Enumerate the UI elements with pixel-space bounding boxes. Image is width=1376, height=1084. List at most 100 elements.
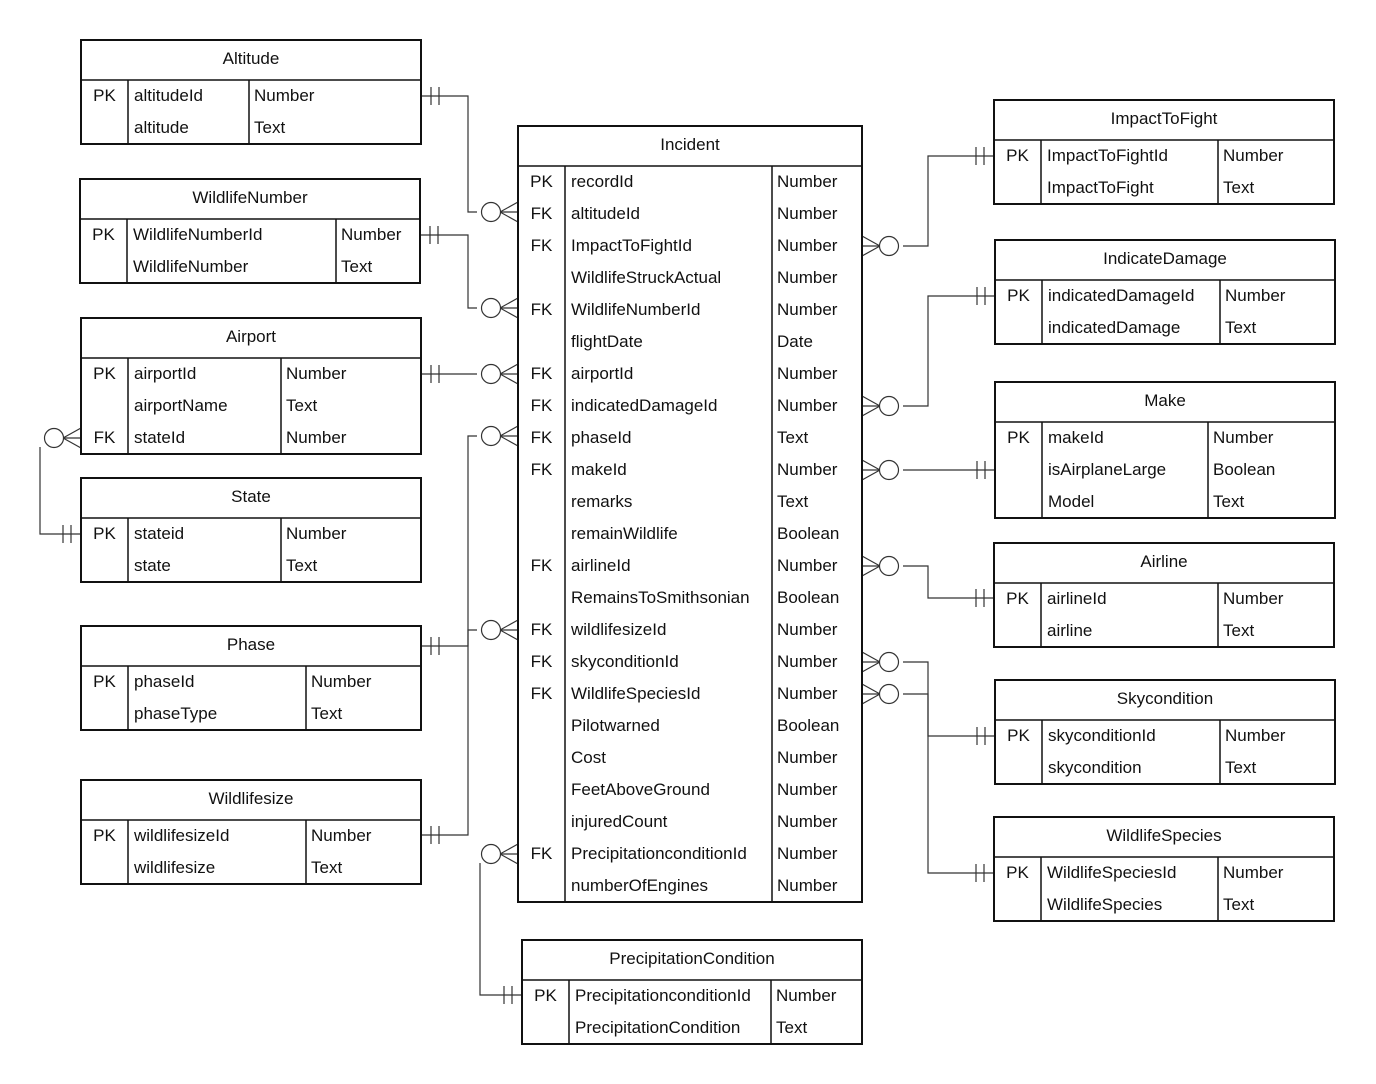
zero-many-circle [878, 555, 900, 577]
field-cell: skycondition [1048, 758, 1142, 777]
type-cell: Number [777, 556, 838, 575]
type-cell: Text [776, 1018, 807, 1037]
key-cell: PK [530, 172, 553, 191]
type-cell: Number [1223, 146, 1284, 165]
type-cell: Number [777, 300, 838, 319]
rel-wildlifenumber-incident [420, 226, 519, 319]
key-cell: FK [531, 236, 553, 255]
field-cell: ImpactToFightId [571, 236, 692, 255]
key-cell: PK [93, 524, 116, 543]
entity-box [517, 125, 863, 903]
field-cell: WildlifeStruckActual [571, 268, 721, 287]
crow-foot-prong [861, 245, 881, 257]
crow-foot-prong [499, 853, 519, 865]
zero-many-circle [480, 297, 502, 319]
field-cell: stateId [134, 428, 185, 447]
crow-foot-prong [499, 425, 519, 437]
type-cell: Number [777, 748, 838, 767]
crow-foot-prong [499, 843, 519, 855]
key-cell: PK [1006, 146, 1029, 165]
zero-many-circle [878, 235, 900, 257]
type-cell: Number [777, 844, 838, 863]
rel-make-incident [861, 459, 995, 481]
field-cell: skyconditionId [1048, 726, 1156, 745]
entity-row: PK skyconditionId Number [1007, 726, 1286, 745]
key-cell: PK [1007, 286, 1030, 305]
crow-foot-prong [499, 201, 519, 213]
field-cell: RemainsToSmithsonian [571, 588, 750, 607]
type-cell: Number [777, 364, 838, 383]
crow-foot-prong [861, 395, 881, 407]
field-cell: altitudeId [134, 86, 203, 105]
type-cell: Text [1225, 318, 1256, 337]
entity-box [994, 381, 1336, 519]
connector-path [421, 435, 477, 647]
type-cell: Number [1225, 726, 1286, 745]
connector-path [421, 95, 477, 213]
type-cell: Number [777, 204, 838, 223]
crow-foot-prong [861, 235, 881, 247]
type-cell: Number [1223, 589, 1284, 608]
key-cell: PK [1006, 589, 1029, 608]
entity-title: WildlifeSpecies [1106, 826, 1221, 845]
entity-title: Airport [226, 327, 276, 346]
type-cell: Number [776, 986, 837, 1005]
crow-foot-prong [861, 565, 881, 577]
key-cell: FK [531, 620, 553, 639]
entity-box [521, 939, 863, 1045]
type-cell: Date [777, 332, 813, 351]
zero-many-circle [878, 395, 900, 417]
type-cell: Number [777, 396, 838, 415]
rel-wildlifespecies-incident [861, 683, 994, 882]
field-cell: airlineId [1047, 589, 1107, 608]
field-cell: FeetAboveGround [571, 780, 710, 799]
connector-path [903, 155, 994, 247]
type-cell: Text [1223, 178, 1254, 197]
entity-row: PrecipitationCondition Text [575, 1018, 807, 1037]
crow-foot-prong [499, 297, 519, 309]
type-cell: Text [1223, 895, 1254, 914]
entity-title: Make [1144, 391, 1186, 410]
type-cell: Boolean [1213, 460, 1275, 479]
field-cell: WildlifeSpeciesId [1047, 863, 1176, 882]
entity-box [993, 816, 1335, 922]
zero-many-circle [480, 843, 502, 865]
rel-state-airport [39, 427, 82, 543]
relationship-connectors [39, 87, 995, 1004]
entity-box [994, 239, 1336, 345]
field-cell: skyconditionId [571, 652, 679, 671]
field-cell: PrecipitationCondition [575, 1018, 740, 1037]
crow-foot-prong [499, 435, 519, 447]
type-cell: Number [777, 268, 838, 287]
rel-airline-incident [861, 555, 994, 607]
connector-path [903, 661, 995, 737]
key-cell: FK [531, 684, 553, 703]
crow-foot-prong [499, 363, 519, 375]
zero-many-circle [878, 683, 900, 705]
key-cell: PK [93, 672, 116, 691]
entity-box [993, 99, 1335, 205]
entity-box [79, 178, 421, 284]
rel-phase-incident [421, 425, 519, 655]
field-cell: WildlifeNumberId [571, 300, 700, 319]
crow-foot-prong [861, 469, 881, 481]
key-cell: PK [1007, 726, 1030, 745]
key-cell: PK [93, 86, 116, 105]
